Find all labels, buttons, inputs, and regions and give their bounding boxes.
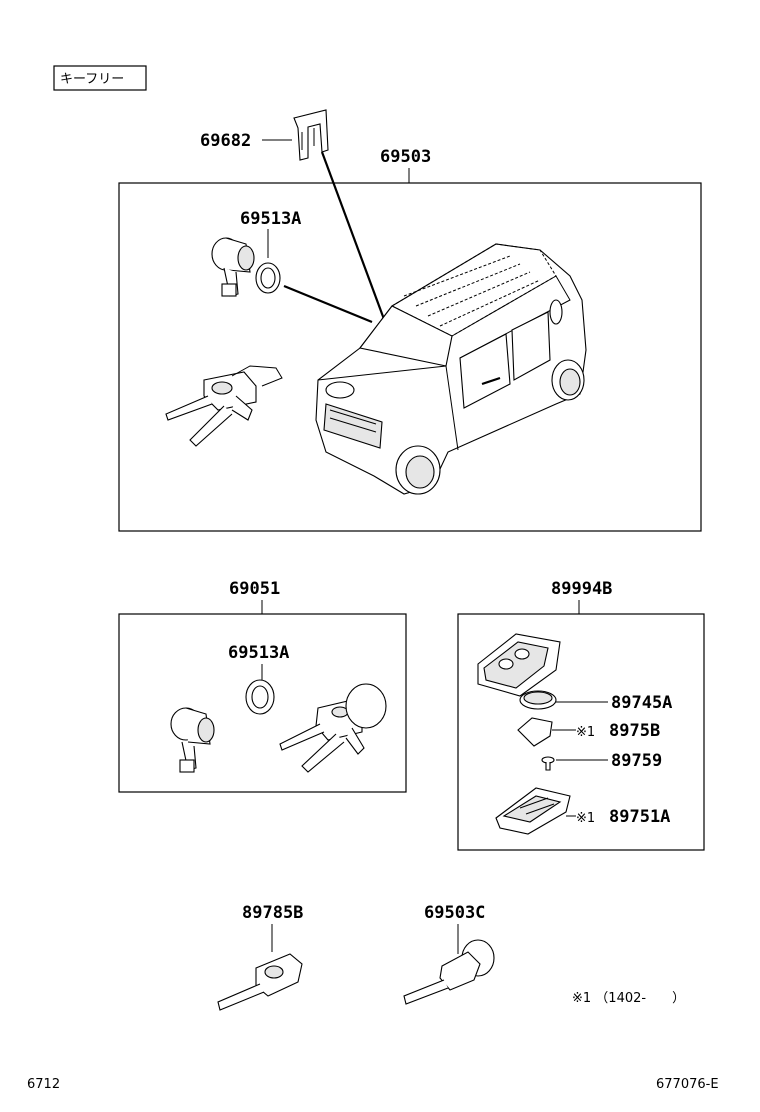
part-label-69513A-top: 69513A [240, 209, 301, 229]
note-mark-8975B: ※1 [576, 725, 595, 740]
part-label-69503C: 69503C [424, 903, 485, 923]
remote-case-lower-drawing [495, 787, 571, 835]
group-box-69503 [118, 182, 702, 532]
vehicle-illustration [315, 243, 587, 495]
cylinder-lock-drawing-mid [170, 707, 215, 773]
board-8975B-drawing [517, 717, 553, 747]
footnote: ※1 （1402- ） [572, 991, 685, 1006]
footer-right-code: 677076-E [656, 1077, 719, 1092]
part-label-89745A: 89745A [611, 693, 672, 713]
leader-69682 [320, 151, 390, 331]
battery-89745A-drawing [519, 690, 557, 710]
footer-left-code: 6712 [27, 1077, 60, 1092]
part-label-89994B: 89994B [551, 579, 612, 599]
key-set-drawing-mid [279, 683, 387, 773]
remote-case-upper-drawing [477, 633, 561, 697]
part-label-89751A: 89751A [609, 807, 670, 827]
key-set-drawing-top [165, 365, 283, 447]
header-tag-label: キーフリー [60, 72, 124, 87]
leader-69513A [283, 284, 373, 324]
cylinder-lock-drawing-top [211, 237, 281, 297]
part-label-69051: 69051 [229, 579, 280, 599]
clip-69682-drawing [293, 109, 329, 161]
screw-89759-drawing [541, 756, 555, 771]
ring-69513A-mid-drawing [245, 679, 275, 715]
key-69503C-drawing [403, 939, 495, 1005]
part-label-69513A-mid: 69513A [228, 643, 289, 663]
part-label-69682: 69682 [200, 131, 251, 151]
part-label-89785B: 89785B [242, 903, 303, 923]
part-label-69503: 69503 [380, 147, 431, 167]
part-label-89759: 89759 [611, 751, 662, 771]
group-box-89994B [457, 613, 705, 851]
note-mark-89751A: ※1 [576, 811, 595, 826]
part-label-8975B: 8975B [609, 721, 660, 741]
header-tag: キーフリー [53, 65, 147, 91]
key-89785B-drawing [217, 953, 303, 1011]
